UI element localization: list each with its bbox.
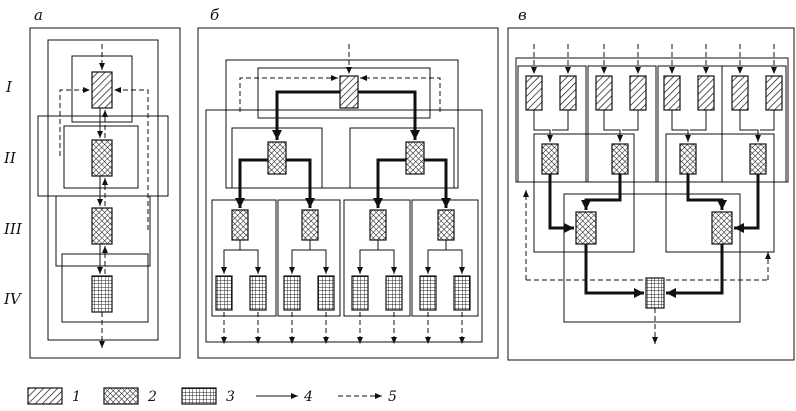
panel-a: а [30,6,180,358]
block-c-type1-8 [766,76,782,110]
block-a-type2-lower [92,208,112,244]
block-c-type1-3 [596,76,612,110]
block-c-type1-4 [630,76,646,110]
panel-a-label: а [34,6,43,24]
block-c-type2-4 [750,144,766,174]
arrow-c-3a [586,244,644,293]
panel-c-label: в [518,6,527,24]
level-label-1: I [5,78,13,96]
legend: 1 2 3 4 5 [28,388,397,405]
arrow-b-2a [240,160,268,208]
arrow-b-fb-right [360,78,440,112]
panel-c-inputs [534,44,774,74]
arrow-b-3-1a [224,240,240,274]
arrow-c-1b [552,110,568,130]
legend-label-4: 4 [303,389,313,405]
arrow-c-2c [688,174,722,210]
panel-c-level2-blocks [542,144,766,174]
block-b-type3-6 [386,276,402,310]
level-label-4: IV [3,290,23,308]
arrow-b-2b [286,160,310,208]
block-c-type1-7 [732,76,748,110]
legend-label-3: 3 [226,389,235,405]
block-b-type3-7 [420,276,436,310]
level-labels: I II III IV [3,78,23,308]
block-b-type3-5 [352,276,368,310]
arrow-c-1d [622,110,638,130]
block-a-type1 [92,72,112,108]
panel-b-label: б [210,6,220,24]
arrow-b-3-2b [310,250,326,274]
arrow-b-fb-left [240,78,338,112]
block-b-type3-1 [216,276,232,310]
block-b-type2-left [268,142,286,174]
arrow-c-1a [534,110,550,142]
block-b-type3-4 [318,276,334,310]
block-c-type1-1 [526,76,542,110]
arrow-b-1-right [358,92,415,140]
block-b-type3-3 [284,276,300,310]
frame-b-l2-right [350,128,454,188]
block-c-type1-6 [698,76,714,110]
arrow-b-3-4b [446,250,462,274]
block-b-type2-l3-4 [438,210,454,240]
arrow-c-1h [760,110,774,130]
block-a-type3 [92,276,112,312]
arrow-b-3-3a [360,240,378,274]
block-a-type2-upper [92,140,112,176]
block-b-type2-l3-1 [232,210,248,240]
arrow-c-2b [586,174,620,210]
panel-b-level4-blocks [216,276,470,310]
arrow-b-2c [378,160,406,208]
legend-label-2: 2 [147,389,157,405]
arrow-c-1f [690,110,706,130]
arrow-c-1g [740,110,758,142]
legend-label-1: 1 [72,389,81,405]
panel-c: в [508,6,794,360]
panel-b: б [198,6,498,358]
block-b-type2-l3-2 [302,210,318,240]
block-b-type3-8 [454,276,470,310]
legend-label-5: 5 [388,389,397,405]
arrow-b-3-1b [240,250,258,274]
block-c-type1-2 [560,76,576,110]
arrow-b-3-4a [428,240,446,274]
legend-swatch-crosshatch [104,388,138,404]
arrow-c-3b [666,244,722,293]
block-b-type1 [340,76,358,108]
arrow-c-1c [604,110,620,142]
arrow-b-3-3b [378,250,394,274]
block-c-type2-left [576,212,596,244]
block-b-type2-right [406,142,424,174]
legend-swatch-grid [182,388,216,404]
level-label-3: III [3,220,23,238]
block-c-type1-5 [664,76,680,110]
block-c-type3 [646,278,664,308]
arrow-b-2d [424,160,446,208]
arrow-b-3-2a [292,240,310,274]
block-c-type2-right [712,212,732,244]
block-b-type3-2 [250,276,266,310]
arrow-c-1e [672,110,688,142]
block-b-type2-l3-3 [370,210,386,240]
arrow-b-1-left [277,92,340,140]
panel-c-level1-blocks [526,76,782,110]
block-c-type2-2 [612,144,628,174]
block-c-type2-3 [680,144,696,174]
block-c-type2-1 [542,144,558,174]
level-label-2: II [3,149,17,167]
arrow-a-fb-right [114,90,148,230]
legend-swatch-hatch [28,388,62,404]
